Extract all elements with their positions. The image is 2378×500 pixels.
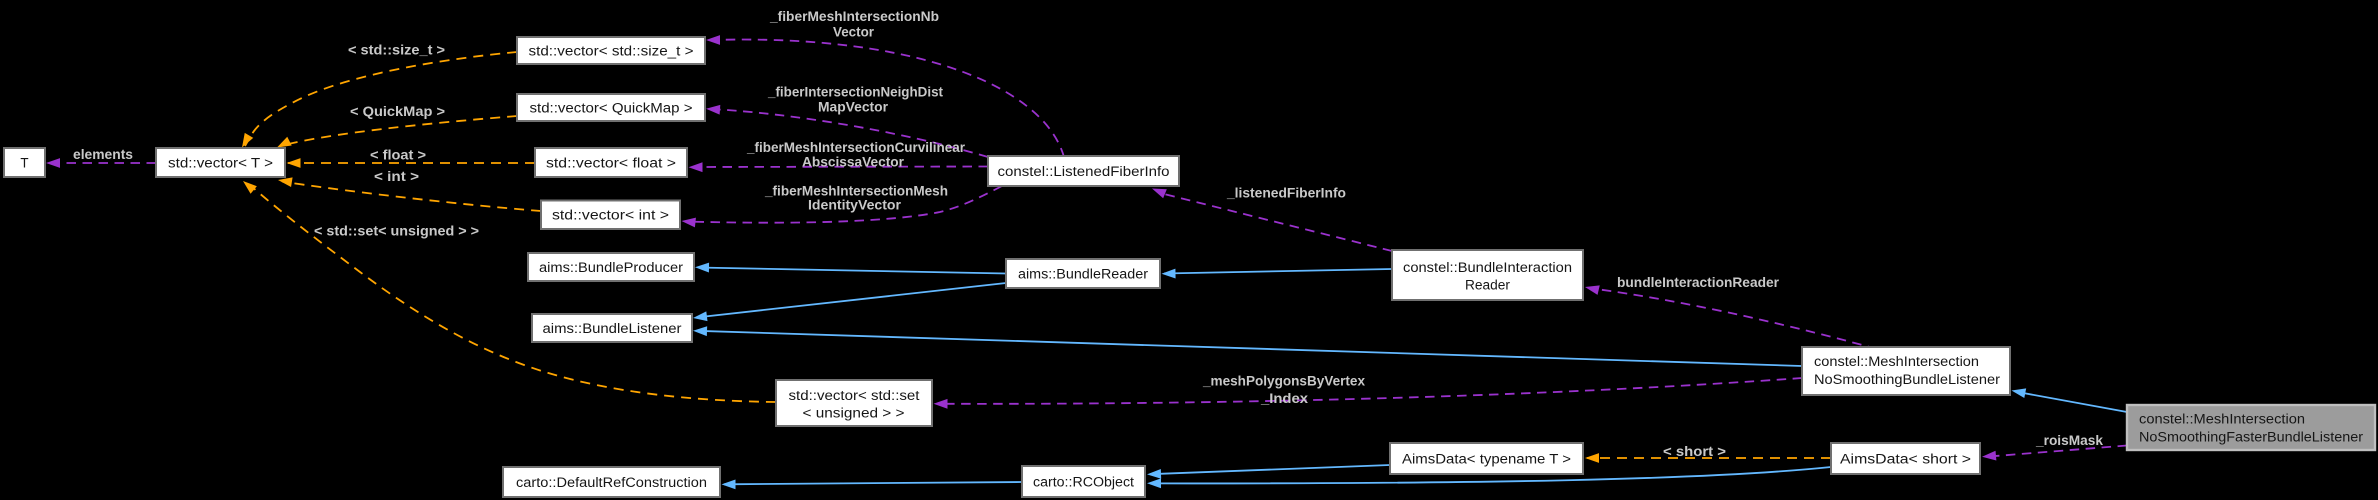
svg-text:std::vector< QuickMap >: std::vector< QuickMap > [530,100,693,115]
svg-text:std::vector< float >: std::vector< float > [546,155,676,170]
svg-text:AimsData< short >: AimsData< short > [1840,451,1971,466]
svg-text:Vector: Vector [833,25,875,40]
svg-text:_fiberMeshIntersectionCurvilin: _fiberMeshIntersectionCurvilinear [746,140,966,155]
svg-text:carto::DefaultRefConstruction: carto::DefaultRefConstruction [516,475,707,490]
svg-text:_fiberIntersectionNeighDist: _fiberIntersectionNeighDist [767,85,944,100]
svg-text:< std::size_t >: < std::size_t > [348,43,445,58]
svg-text:AimsData< typename T >: AimsData< typename T > [1402,451,1571,466]
svg-text:constel::BundleInteraction: constel::BundleInteraction [1403,260,1572,275]
svg-text:aims::BundleReader: aims::BundleReader [1018,266,1149,281]
svg-text:AbscissaVector: AbscissaVector [802,155,905,170]
svg-text:constel::MeshIntersection: constel::MeshIntersection [2139,412,2305,427]
svg-text:_Index: _Index [1260,391,1309,406]
svg-text:std::vector< int >: std::vector< int > [552,208,669,223]
svg-text:IdentityVector: IdentityVector [808,198,902,213]
svg-text:std::vector< std::set: std::vector< std::set [789,388,920,403]
svg-text:< int >: < int > [374,169,419,184]
svg-text:aims::BundleListener: aims::BundleListener [543,321,683,336]
svg-text:std::vector< T >: std::vector< T > [168,155,273,170]
svg-text:_fiberMeshIntersectionNb: _fiberMeshIntersectionNb [769,9,939,24]
svg-text:NoSmoothingFasterBundleListene: NoSmoothingFasterBundleListener [2139,429,2364,444]
svg-text:_listenedFiberInfo: _listenedFiberInfo [1226,186,1346,201]
svg-text:_fiberMeshIntersectionMesh: _fiberMeshIntersectionMesh [764,184,948,199]
svg-text:constel::MeshIntersection: constel::MeshIntersection [1814,354,1979,369]
svg-text:aims::BundleProducer: aims::BundleProducer [539,260,684,275]
svg-text:< unsigned > >: < unsigned > > [803,405,905,420]
svg-text:MapVector: MapVector [818,100,889,115]
svg-text:carto::RCObject: carto::RCObject [1033,474,1134,489]
svg-text:< QuickMap >: < QuickMap > [350,104,445,119]
svg-text:NoSmoothingBundleListener: NoSmoothingBundleListener [1814,372,2001,387]
svg-text:T: T [20,155,28,170]
svg-text:_roisMask: _roisMask [2035,433,2104,448]
svg-text:constel::ListenedFiberInfo: constel::ListenedFiberInfo [998,164,1170,179]
svg-text:Reader: Reader [1465,277,1511,292]
svg-text:< short >: < short > [1663,444,1726,459]
svg-text:bundleInteractionReader: bundleInteractionReader [1617,275,1780,290]
svg-text:< std::set< unsigned > >: < std::set< unsigned > > [314,224,479,239]
svg-text:_meshPolygonsByVertex: _meshPolygonsByVertex [1202,374,1366,389]
svg-text:< float >: < float > [370,148,426,163]
svg-text:std::vector< std::size_t >: std::vector< std::size_t > [529,43,694,58]
svg-text:elements: elements [73,147,133,162]
